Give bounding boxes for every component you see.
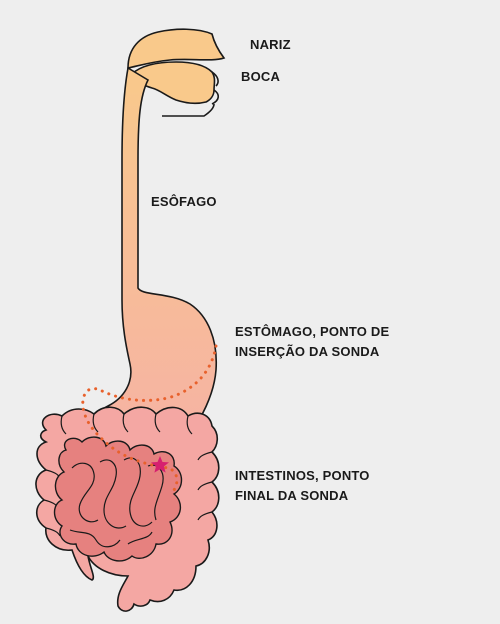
head-cross-section	[127, 28, 226, 117]
label-nose-text: NARIZ	[250, 37, 291, 52]
label-intestines-line2: FINAL DA SONDA	[235, 488, 349, 503]
label-stomach-line2: INSERÇÃO DA SONDA	[235, 344, 380, 359]
nasal-cavity	[127, 28, 226, 69]
label-esophagus: ESÔFAGO	[151, 192, 217, 212]
label-intestines-line1: INTESTINOS, PONTO	[235, 468, 370, 483]
star-marker-icon	[151, 456, 169, 473]
colon-haustra	[43, 413, 213, 537]
esophagus-stomach	[88, 66, 218, 435]
lips-outline	[211, 71, 220, 105]
label-intestines: INTESTINOS, PONTO FINAL DA SONDA	[235, 466, 370, 506]
jaw-outline	[162, 103, 215, 117]
label-stomach: ESTÔMAGO, PONTO DE INSERÇÃO DA SONDA	[235, 322, 389, 362]
small-intestine	[53, 436, 183, 562]
label-mouth-text: BOCA	[241, 69, 281, 84]
label-nose: NARIZ	[250, 35, 291, 55]
label-esophagus-text: ESÔFAGO	[151, 194, 217, 209]
mouth-tongue	[131, 61, 216, 105]
label-mouth: BOCA	[241, 67, 280, 87]
label-stomach-line1: ESTÔMAGO, PONTO DE	[235, 324, 390, 339]
